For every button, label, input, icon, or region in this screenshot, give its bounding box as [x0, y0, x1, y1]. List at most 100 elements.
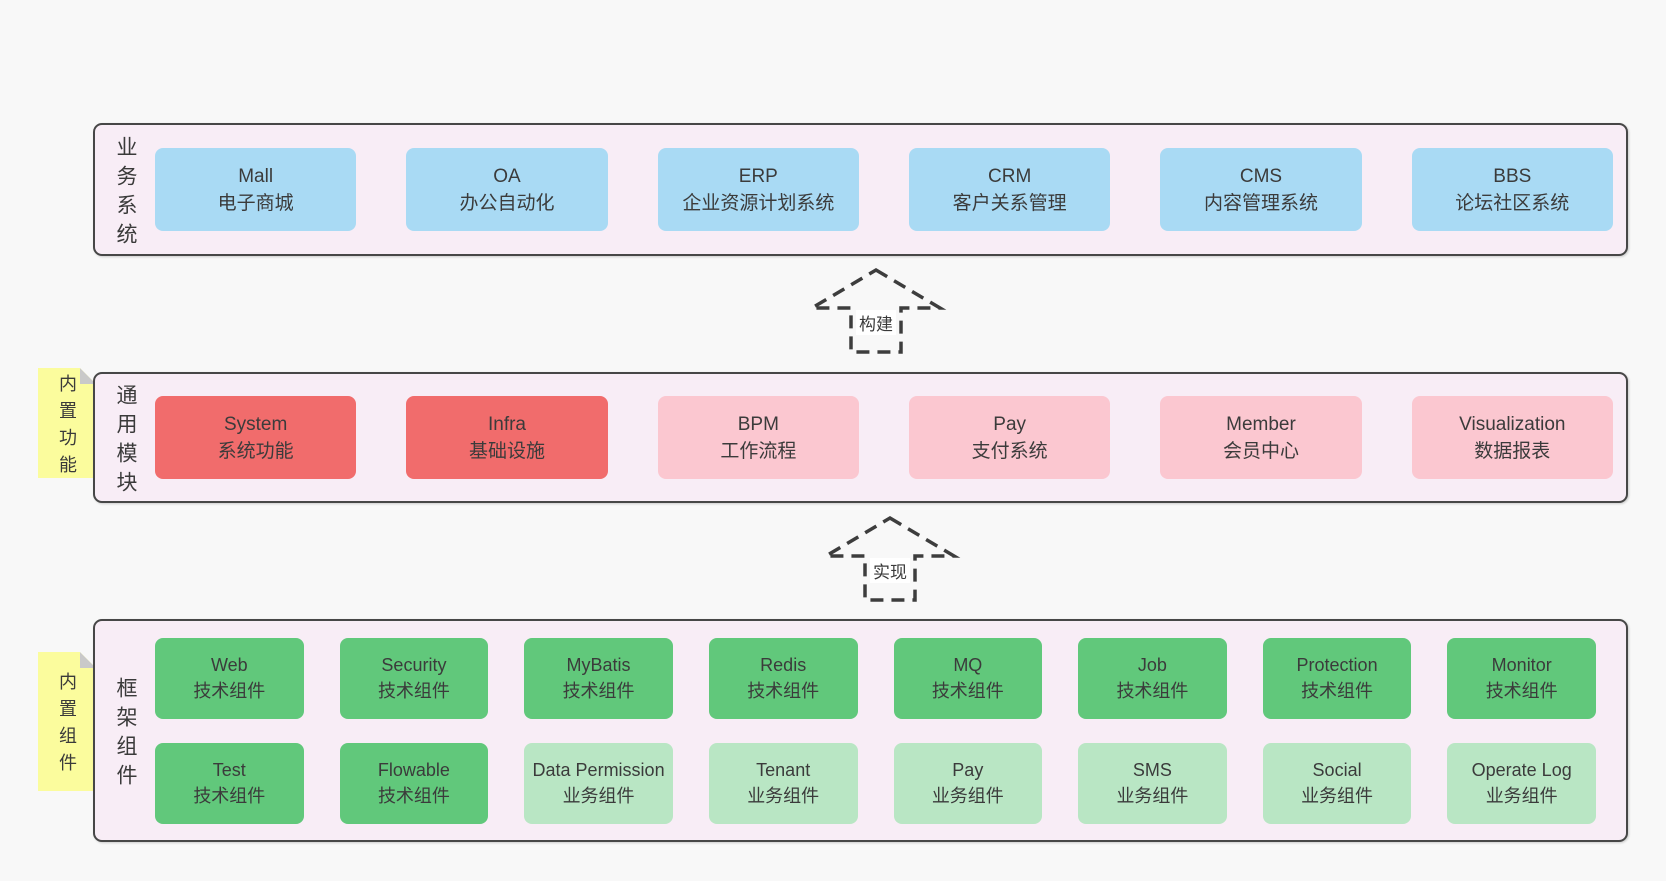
box-zh-label: 技术组件	[193, 681, 266, 701]
box-crm: CRM 客户关系管理	[908, 148, 1111, 231]
box-zh-label: 论坛社区系统	[1455, 192, 1570, 214]
panel-business-systems: 业务系统 Mall 电子商城 OA 办公自动化 ERP 企业资源计划系统 CRM	[93, 123, 1628, 256]
box-en-label: Data Permission	[532, 760, 665, 780]
business-systems-row: Mall 电子商城 OA 办公自动化 ERP 企业资源计划系统 CRM 客户关系…	[155, 148, 1613, 231]
box-en-label: Web	[210, 655, 248, 675]
panel-body-business-systems: Mall 电子商城 OA 办公自动化 ERP 企业资源计划系统 CRM 客户关系…	[155, 125, 1626, 254]
box-zh-label: 业务组件	[1116, 786, 1189, 806]
box-zh-label: 会员中心	[1222, 440, 1299, 462]
box-mybatis: MyBatis 技术组件	[524, 637, 673, 719]
box-data-permission: Data Permission 业务组件	[524, 742, 673, 824]
box-pay: Pay 支付系统	[908, 396, 1111, 479]
arrow-build-label: 构建	[856, 310, 896, 335]
box-cms: CMS 内容管理系统	[1160, 148, 1362, 231]
box-bbs: BBS 论坛社区系统	[1411, 148, 1613, 231]
box-job: Job 技术组件	[1078, 637, 1227, 719]
panel-body-framework-components: Web 技术组件 Security 技术组件 MyBatis 技术组件 Redi…	[155, 621, 1626, 840]
box-zh-label: 客户关系管理	[952, 192, 1067, 214]
box-en-label: Job	[1137, 655, 1167, 675]
box-zh-label: 电子商城	[217, 192, 294, 214]
sticky-built-in-features: 内置功能	[38, 368, 96, 478]
box-en-label: CRM	[988, 165, 1032, 187]
common-modules-row: System 系统功能 Infra 基础设施 BPM 工作流程 Pay 支付系统…	[155, 396, 1613, 479]
panel-label-text: 通用模块	[114, 383, 137, 500]
box-zh-label: 业务组件	[1301, 786, 1374, 806]
box-zh-label: 企业资源计划系统	[682, 192, 835, 214]
box-zh-label: 技术组件	[747, 681, 820, 701]
panel-label-business-systems: 业务系统	[95, 125, 155, 254]
box-zh-label: 业务组件	[931, 786, 1004, 806]
sticky-built-in-components: 内置组件	[38, 652, 96, 791]
box-visualization: Visualization 数据报表	[1411, 396, 1613, 479]
box-en-label: Flowable	[377, 760, 450, 780]
box-zh-label: 系统功能	[217, 440, 294, 462]
box-en-label: Pay	[993, 413, 1027, 435]
box-redis: Redis 技术组件	[708, 637, 858, 719]
box-security: Security 技术组件	[339, 637, 489, 719]
box-web: Web 技术组件	[155, 637, 304, 719]
box-en-label: OA	[493, 165, 521, 187]
sticky-text: 内置组件	[57, 672, 77, 780]
box-sms: SMS 业务组件	[1078, 742, 1227, 824]
box-bpm: BPM 工作流程	[657, 396, 859, 479]
box-oa: OA 办公自动化	[406, 148, 608, 231]
box-en-label: Redis	[760, 655, 807, 675]
panel-label-common-modules: 通用模块	[95, 374, 155, 501]
box-zh-label: 技术组件	[562, 681, 635, 701]
box-zh-label: 技术组件	[377, 786, 450, 806]
box-zh-label: 技术组件	[1485, 681, 1558, 701]
box-en-label: BPM	[737, 413, 779, 435]
box-zh-label: 内容管理系统	[1203, 192, 1318, 214]
panel-framework-components: 框架组件 Web 技术组件 Security 技术组件 MyBatis 技术组件…	[93, 619, 1628, 842]
box-en-label: Protection	[1296, 655, 1378, 675]
box-en-label: Visualization	[1459, 413, 1566, 435]
panel-common-modules: 通用模块 System 系统功能 Infra 基础设施 BPM 工作流程 Pay	[93, 372, 1628, 503]
box-zh-label: 工作流程	[720, 440, 797, 462]
box-infra: Infra 基础设施	[406, 396, 608, 479]
arrow-build: 构建	[805, 266, 947, 356]
box-zh-label: 技术组件	[1301, 681, 1374, 701]
box-zh-label: 基础设施	[468, 440, 545, 462]
box-en-label: MyBatis	[566, 655, 631, 675]
panel-label-text: 框架组件	[114, 676, 137, 793]
sticky-text: 内置功能	[57, 373, 77, 482]
box-pay-biz: Pay 业务组件	[893, 742, 1043, 824]
box-flowable: Flowable 技术组件	[339, 742, 489, 824]
arrow-implement-label: 实现	[870, 558, 910, 583]
box-zh-label: 技术组件	[1116, 681, 1189, 701]
box-zh-label: 办公自动化	[459, 192, 555, 214]
box-member: Member 会员中心	[1160, 396, 1362, 479]
box-system: System 系统功能	[155, 396, 357, 479]
arrow-implement: 实现	[819, 514, 961, 604]
box-en-label: Infra	[487, 413, 526, 435]
box-zh-label: 业务组件	[562, 786, 635, 806]
box-operate-log: Operate Log 业务组件	[1447, 742, 1596, 824]
box-en-label: Social	[1312, 760, 1362, 780]
box-social: Social 业务组件	[1262, 742, 1412, 824]
box-en-label: CMS	[1239, 165, 1283, 187]
box-erp: ERP 企业资源计划系统	[657, 148, 859, 231]
box-zh-label: 支付系统	[971, 440, 1048, 462]
box-zh-label: 技术组件	[931, 681, 1004, 701]
panel-label-text: 业务系统	[114, 135, 137, 252]
box-zh-label: 技术组件	[377, 681, 450, 701]
box-en-label: BBS	[1493, 165, 1532, 187]
box-mq: MQ 技术组件	[893, 637, 1043, 719]
panel-body-common-modules: System 系统功能 Infra 基础设施 BPM 工作流程 Pay 支付系统…	[155, 374, 1626, 501]
box-tenant: Tenant 业务组件	[708, 742, 858, 824]
up-arrow-dashed-icon	[805, 267, 947, 354]
box-en-label: Pay	[952, 760, 984, 780]
box-en-label: System	[223, 413, 288, 435]
box-en-label: ERP	[738, 165, 778, 187]
panel-label-framework-components: 框架组件	[95, 621, 155, 840]
box-en-label: Tenant	[756, 760, 811, 780]
box-en-label: Monitor	[1491, 655, 1552, 675]
box-zh-label: 数据报表	[1474, 440, 1551, 462]
box-en-label: Security	[381, 655, 447, 675]
box-monitor: Monitor 技术组件	[1447, 637, 1596, 719]
biz-components-row: Test 技术组件 Flowable 技术组件 Data Permission …	[155, 742, 1596, 824]
box-zh-label: 业务组件	[1485, 786, 1558, 806]
box-zh-label: 业务组件	[747, 786, 820, 806]
box-mall: Mall 电子商城	[155, 148, 357, 231]
tech-components-row: Web 技术组件 Security 技术组件 MyBatis 技术组件 Redi…	[155, 637, 1596, 719]
